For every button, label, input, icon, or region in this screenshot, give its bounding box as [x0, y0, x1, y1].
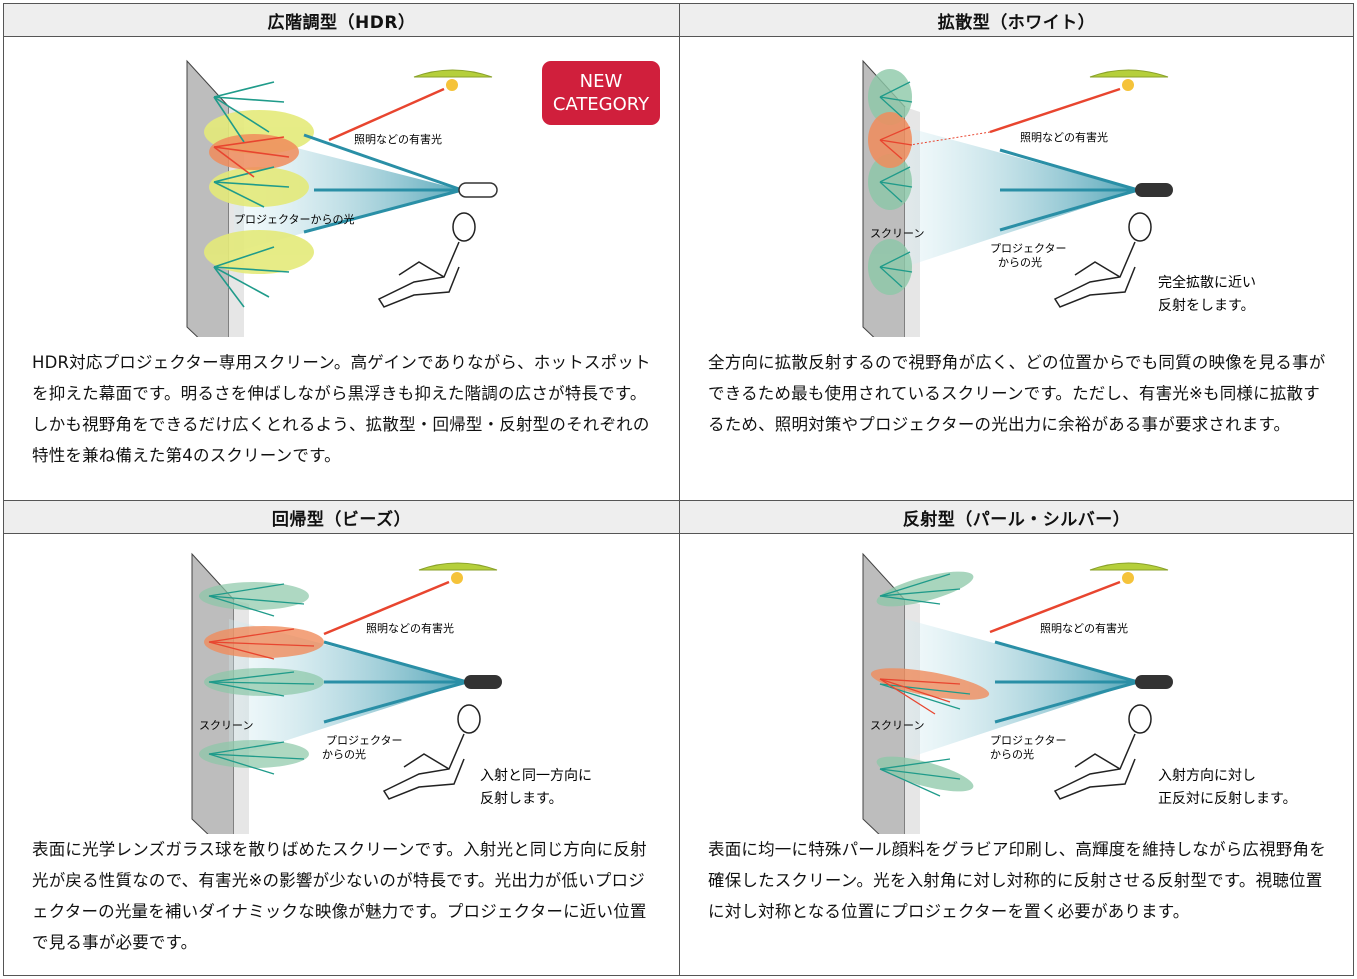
viewer-icon [1053, 212, 1152, 308]
reflected-rays [213, 81, 290, 308]
screen-label: スクリーン [870, 719, 924, 732]
lamp-icon [1089, 562, 1169, 571]
panel-title: 回帰型（ビーズ） [4, 501, 679, 534]
harmful-light-label: 照明などの有害光 [1020, 130, 1108, 144]
behavior-note: 完全拡散に近い [1158, 274, 1256, 291]
projector-icon [1135, 183, 1173, 197]
panel-diffuse: 拡散型（ホワイト） [680, 4, 1353, 500]
screen-label: スクリーン [870, 227, 924, 240]
retro-diagram: 照明などの有害光 スクリーン プロジェクター からの光 入射と同一方向に 反射し… [4, 534, 679, 834]
svg-text:NEW: NEW [580, 71, 623, 92]
viewer-icon [1053, 704, 1152, 800]
projector-light-label: プロジェクター [990, 242, 1067, 255]
svg-text:からの光: からの光 [322, 747, 366, 761]
projector-light-label: プロジェクター [326, 734, 403, 747]
panel-retro: 回帰型（ビーズ） [4, 501, 679, 976]
svg-text:反射します。: 反射します。 [480, 791, 563, 807]
panel-reflective: 反射型（パール・シルバー） [680, 501, 1353, 976]
column-divider [679, 4, 680, 975]
svg-text:からの光: からの光 [998, 255, 1042, 269]
panel-description: 表面に均一に特殊パール顔料をグラビア印刷し、高輝度を維持しながら広視野角を確保し… [708, 840, 1326, 921]
row-divider [4, 500, 1353, 501]
lamp-icon [418, 562, 498, 571]
panel-description: HDR対応プロジェクター専用スクリーン。高ゲインでありながら、ホットスポットを抑… [32, 353, 651, 465]
projector-light-label: プロジェクター [990, 734, 1067, 747]
new-category-badge [542, 61, 660, 125]
projector-icon [464, 675, 502, 689]
harmful-light-label: 照明などの有害光 [366, 621, 454, 635]
svg-text:CATEGORY: CATEGORY [553, 94, 650, 115]
lamp-icon [1089, 69, 1169, 78]
behavior-note: 入射と同一方向に [480, 768, 592, 784]
projector-icon [1135, 675, 1173, 689]
harmful-light-label: 照明などの有害光 [1040, 621, 1128, 635]
viewer-icon [382, 704, 481, 800]
panel-description: 表面に光学レンズガラス球を散りばめたスクリーンです。入射光と同じ方向に反射光が戻… [32, 840, 647, 952]
projector-beam [905, 619, 1138, 759]
panel-title: 広階調型（HDR） [4, 4, 679, 37]
diffuse-diagram: 照明などの有害光 スクリーン プロジェクター からの光 完全拡散に近い 反射をし… [680, 37, 1353, 337]
lamp-icon [413, 69, 493, 78]
screen-label: スクリーン [199, 719, 253, 732]
hdr-diagram: 照明などの有害光 プロジェクターからの光 NEW CATEGORY [4, 37, 679, 337]
projector-beam [905, 127, 1138, 267]
panel-title: 反射型（パール・シルバー） [680, 501, 1353, 534]
svg-text:反射をします。: 反射をします。 [1158, 298, 1255, 314]
panel-title: 拡散型（ホワイト） [680, 4, 1353, 37]
svg-text:正反対に反射します。: 正反対に反射します。 [1158, 791, 1297, 807]
viewer-icon [377, 212, 476, 308]
panel-hdr: 広階調型（HDR） [4, 4, 679, 500]
projector-icon [458, 182, 498, 198]
svg-text:からの光: からの光 [990, 747, 1034, 761]
behavior-note: 入射方向に対し [1158, 768, 1256, 784]
projector-light-label: プロジェクターからの光 [234, 212, 355, 226]
comparison-table: 広階調型（HDR） [3, 3, 1354, 976]
diffuse-lobes [868, 69, 912, 295]
reflective-diagram: 照明などの有害光 スクリーン プロジェクター からの光 入射方向に対し 正反対に… [680, 534, 1353, 834]
panel-description: 全方向に拡散反射するので視野角が広く、どの位置からでも同質の映像を見る事ができる… [708, 353, 1326, 434]
harmful-light-label: 照明などの有害光 [354, 132, 442, 146]
